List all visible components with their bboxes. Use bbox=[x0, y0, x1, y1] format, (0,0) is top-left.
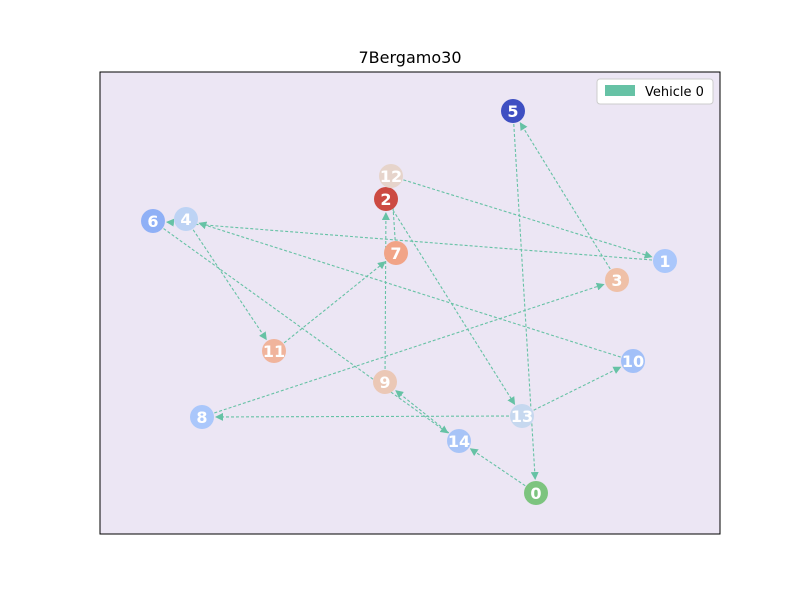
node-label-9: 9 bbox=[379, 373, 390, 392]
node-label-14: 14 bbox=[448, 432, 470, 451]
node-circle-9 bbox=[373, 370, 397, 394]
chart-title: 7Bergamo30 bbox=[359, 48, 462, 67]
node-circle-13 bbox=[510, 404, 534, 428]
route-edge-2-to-13 bbox=[392, 209, 516, 405]
route-edge-11-to-7 bbox=[283, 261, 386, 344]
node-label-4: 4 bbox=[180, 210, 191, 229]
node-4: 4 bbox=[174, 207, 198, 231]
route-edge-13-to-10 bbox=[533, 366, 622, 411]
node-circle-6 bbox=[141, 209, 165, 233]
node-label-5: 5 bbox=[507, 102, 518, 121]
node-circle-8 bbox=[190, 405, 214, 429]
node-label-13: 13 bbox=[511, 407, 533, 426]
route-edge-4-to-11 bbox=[192, 229, 267, 341]
node-circle-12 bbox=[379, 164, 403, 188]
node-12: 12 bbox=[379, 164, 403, 188]
node-label-6: 6 bbox=[147, 212, 158, 231]
node-circle-14 bbox=[447, 429, 471, 453]
node-circle-5 bbox=[501, 99, 525, 123]
route-edge-13-to-8 bbox=[214, 412, 510, 421]
route-edge-6-to-14 bbox=[163, 228, 449, 434]
node-3: 3 bbox=[605, 268, 629, 292]
node-2: 2 bbox=[374, 187, 398, 211]
node-label-3: 3 bbox=[611, 271, 622, 290]
node-label-12: 12 bbox=[380, 167, 402, 186]
node-label-1: 1 bbox=[659, 252, 670, 271]
route-edge-3-to-5 bbox=[519, 122, 611, 270]
node-6: 6 bbox=[141, 209, 165, 233]
node-circle-11 bbox=[262, 339, 286, 363]
node-10: 10 bbox=[621, 349, 645, 373]
node-8: 8 bbox=[190, 405, 214, 429]
route-edge-12-to-1 bbox=[403, 179, 653, 259]
node-circle-0 bbox=[524, 481, 548, 505]
plot-area bbox=[99, 71, 721, 535]
node-circle-10 bbox=[621, 349, 645, 373]
node-9: 9 bbox=[373, 370, 397, 394]
legend-swatch bbox=[605, 85, 635, 96]
node-circle-1 bbox=[653, 249, 677, 273]
node-circle-7 bbox=[384, 241, 408, 265]
node-13: 13 bbox=[510, 404, 534, 428]
node-label-0: 0 bbox=[530, 484, 541, 503]
node-7: 7 bbox=[384, 241, 408, 265]
legend: Vehicle 0 bbox=[596, 78, 714, 105]
route-edge-8-to-3 bbox=[214, 282, 605, 414]
node-circle-2 bbox=[374, 187, 398, 211]
legend-label: Vehicle 0 bbox=[645, 85, 704, 100]
node-1: 1 bbox=[653, 249, 677, 273]
node-label-11: 11 bbox=[263, 342, 285, 361]
route-edge-1-to-6 bbox=[165, 218, 653, 261]
node-0: 0 bbox=[524, 481, 548, 505]
node-14: 14 bbox=[447, 429, 471, 453]
node-circle-4 bbox=[174, 207, 198, 231]
node-circle-3 bbox=[605, 268, 629, 292]
node-label-2: 2 bbox=[380, 190, 391, 209]
route-edge-0-to-14 bbox=[469, 448, 526, 487]
node-11: 11 bbox=[262, 339, 286, 363]
node-5: 5 bbox=[501, 99, 525, 123]
node-label-10: 10 bbox=[622, 352, 644, 371]
route-edge-10-to-4 bbox=[198, 221, 621, 358]
node-label-7: 7 bbox=[390, 244, 401, 263]
node-label-8: 8 bbox=[196, 408, 207, 427]
